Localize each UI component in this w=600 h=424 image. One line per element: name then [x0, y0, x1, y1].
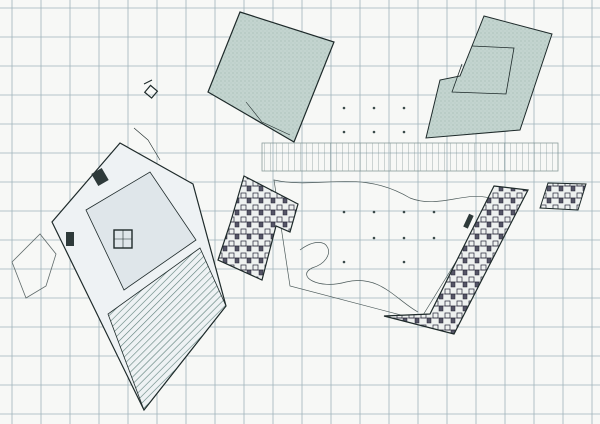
- column-dot: [372, 130, 376, 134]
- column-dot: [342, 210, 346, 214]
- column-dots: [342, 106, 436, 264]
- courtyard-path: [299, 242, 419, 313]
- column-dot: [342, 130, 346, 134]
- column-dot: [342, 260, 346, 264]
- column-dot: [432, 236, 436, 240]
- isolated-unit-right: [539, 182, 587, 211]
- horizontal-band: [261, 142, 559, 172]
- column-dot: [402, 236, 406, 240]
- green-block-top: [207, 11, 335, 143]
- column-dot: [402, 210, 406, 214]
- courtyard-outline: [273, 179, 495, 321]
- north-marker-icon: [143, 79, 159, 99]
- green-block-right: [425, 15, 553, 139]
- outline-building-left: [11, 233, 57, 299]
- column-dot: [342, 106, 346, 110]
- left-building: [51, 127, 227, 412]
- column-dot: [402, 260, 406, 264]
- column-dot: [372, 236, 376, 240]
- column-dot: [432, 210, 436, 214]
- column-dot: [402, 106, 406, 110]
- central-l-building: [217, 175, 299, 281]
- column-dot: [372, 106, 376, 110]
- diagonal-slab-building: [383, 185, 529, 335]
- green-block-right-inner: [451, 45, 515, 95]
- column-dot: [402, 130, 406, 134]
- green-block-top-edge: [245, 101, 291, 136]
- column-dot: [372, 210, 376, 214]
- small-feature: [463, 213, 474, 229]
